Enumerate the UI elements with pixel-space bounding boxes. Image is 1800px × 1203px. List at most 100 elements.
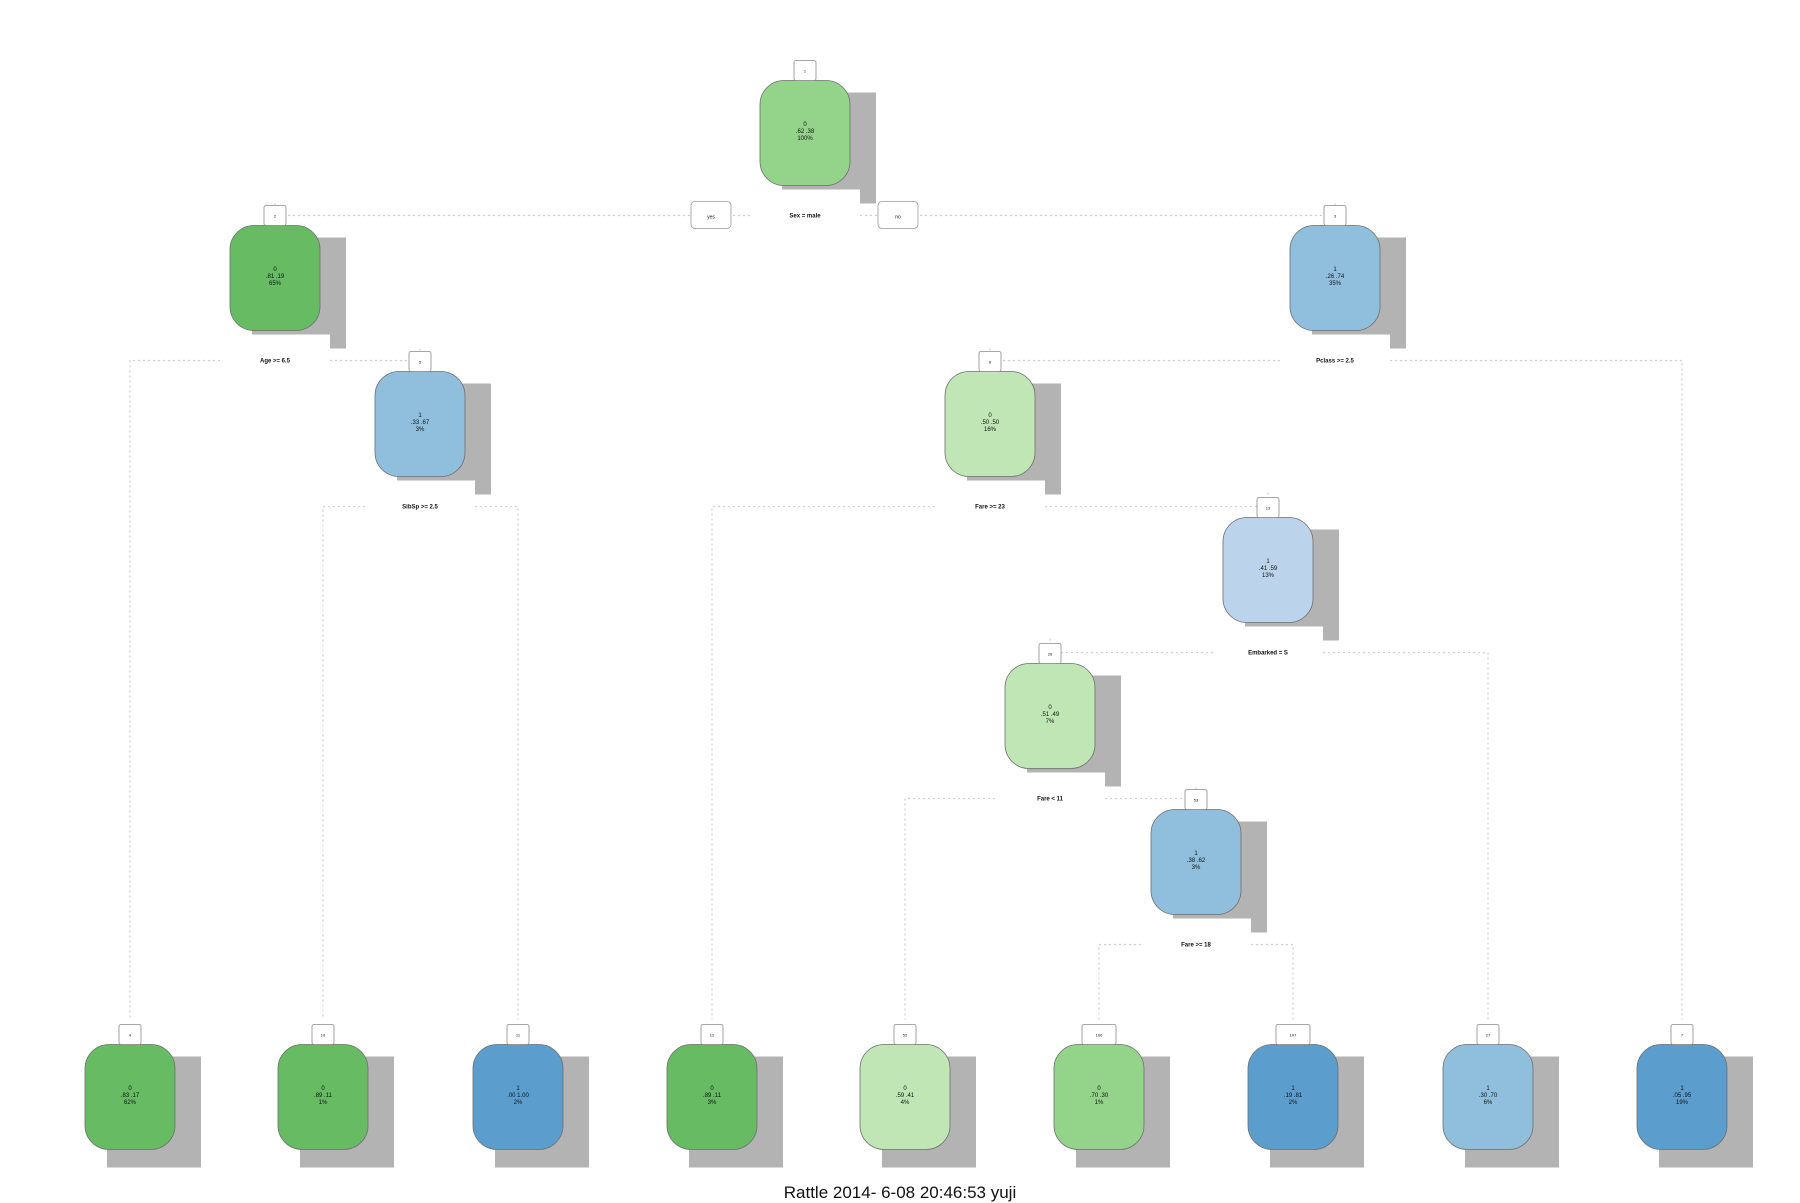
tree-node-5: 51.33 .673%SibSp >= 2.5 xyxy=(365,351,491,515)
node-probs: .51 .49 xyxy=(1041,712,1060,718)
node-probs: .50 .50 xyxy=(981,420,1000,426)
node-percent: 100% xyxy=(797,136,813,142)
node-id-tag xyxy=(1184,789,1208,810)
node-id: 3 xyxy=(1334,214,1337,219)
node-id-tag xyxy=(793,60,817,81)
branch-label-yes: yes xyxy=(690,201,732,229)
node-class: 0 xyxy=(321,1086,325,1092)
tree-edge xyxy=(711,505,990,1020)
node-class: 0 xyxy=(988,413,992,419)
node-id: 53 xyxy=(1194,798,1199,803)
node-id-tag xyxy=(1323,205,1347,226)
node-id: 4 xyxy=(129,1033,132,1038)
node-id-tag xyxy=(118,1024,142,1045)
node-class: 0 xyxy=(128,1086,132,1092)
node-percent: 1% xyxy=(319,1100,328,1106)
node-percent: 1% xyxy=(1095,1100,1104,1106)
tree-edge xyxy=(420,505,519,1020)
tree-edge xyxy=(1196,943,1294,1020)
node-id-tag xyxy=(700,1024,724,1045)
node-id-tag xyxy=(1476,1024,1500,1045)
tree-edge xyxy=(904,797,1050,1020)
split-label-box xyxy=(1280,334,1390,369)
node-class: 1 xyxy=(1266,559,1270,565)
node-probs: .62 .38 xyxy=(796,129,815,135)
node-class: 0 xyxy=(273,267,277,273)
node-percent: 3% xyxy=(708,1100,717,1106)
node-id: 7 xyxy=(1681,1033,1684,1038)
tree-edge xyxy=(1335,359,1683,1020)
edges xyxy=(129,200,1683,1020)
node-id: 52 xyxy=(903,1033,908,1038)
node-probs: .19 .81 xyxy=(1284,1093,1303,1099)
node-id: 5 xyxy=(419,360,422,365)
node-id-tag xyxy=(263,205,287,226)
tree-node-26: 260.51 .497%Fare < 11 xyxy=(995,643,1121,807)
node-id: 106 xyxy=(1096,1033,1103,1038)
node-id: 27 xyxy=(1486,1033,1491,1038)
branch-label-box xyxy=(690,201,732,229)
node-probs: .83 .17 xyxy=(121,1093,140,1099)
tree-edge xyxy=(322,505,420,1020)
split-label: Age >= 6.5 xyxy=(260,359,291,365)
split-label: Sex = male xyxy=(789,214,821,220)
node-id: 13 xyxy=(1266,506,1271,511)
node-probs: .89 .11 xyxy=(703,1093,722,1099)
split-label-box xyxy=(750,189,860,224)
tree-node-10: 100.89 .111% xyxy=(277,1024,394,1168)
split-label-box xyxy=(1141,918,1251,953)
node-percent: 19% xyxy=(1676,1100,1689,1106)
tree-node-11: 111.00 1.002% xyxy=(472,1024,589,1168)
node-percent: 6% xyxy=(1484,1100,1493,1106)
split-label: Fare < 11 xyxy=(1037,797,1064,803)
tree-node-27: 271.30 .706% xyxy=(1442,1024,1559,1168)
tree-node-52: 520.59 .414% xyxy=(859,1024,976,1168)
node-id: 2 xyxy=(274,214,277,219)
node-id-tag xyxy=(1275,1024,1311,1045)
split-label-box xyxy=(995,772,1105,807)
node-probs: .70 .30 xyxy=(1090,1093,1109,1099)
node-id-tag xyxy=(408,351,432,372)
split-label-box xyxy=(935,480,1045,515)
node-id: 10 xyxy=(321,1033,326,1038)
node-id-tag xyxy=(1670,1024,1694,1045)
node-id-tag xyxy=(978,351,1002,372)
tree-edge xyxy=(129,359,275,1020)
node-percent: 2% xyxy=(1289,1100,1298,1106)
tree-node-12: 120.89 .113% xyxy=(666,1024,783,1168)
node-probs: .81 .19 xyxy=(266,274,285,280)
node-percent: 7% xyxy=(1046,719,1055,725)
node-class: 1 xyxy=(1333,267,1337,273)
node-class: 1 xyxy=(516,1086,520,1092)
footer-caption: Rattle 2014- 6-08 20:46:53 yuji xyxy=(783,1183,1017,1202)
node-class: 1 xyxy=(1486,1086,1490,1092)
node-id: 11 xyxy=(516,1033,521,1038)
branch-label-no: no xyxy=(877,201,919,229)
node-id: 1 xyxy=(804,69,807,74)
split-label-box xyxy=(220,334,330,369)
node-class: 1 xyxy=(1680,1086,1684,1092)
node-percent: 16% xyxy=(984,427,997,433)
node-id-tag xyxy=(1081,1024,1117,1045)
branch-label-box xyxy=(877,201,919,229)
node-percent: 2% xyxy=(514,1100,523,1106)
node-probs: .41 .59 xyxy=(1259,566,1278,572)
node-percent: 65% xyxy=(269,281,282,287)
node-id-tag xyxy=(893,1024,917,1045)
node-probs: .33 .67 xyxy=(411,420,430,426)
split-label: Pclass >= 2.5 xyxy=(1316,359,1354,365)
node-id: 6 xyxy=(989,360,992,365)
node-probs: .05 .95 xyxy=(1673,1093,1692,1099)
split-label: Embarked = S xyxy=(1248,651,1288,657)
node-class: 0 xyxy=(803,122,807,128)
node-probs: .59 .41 xyxy=(896,1093,915,1099)
node-percent: 3% xyxy=(1192,865,1201,871)
